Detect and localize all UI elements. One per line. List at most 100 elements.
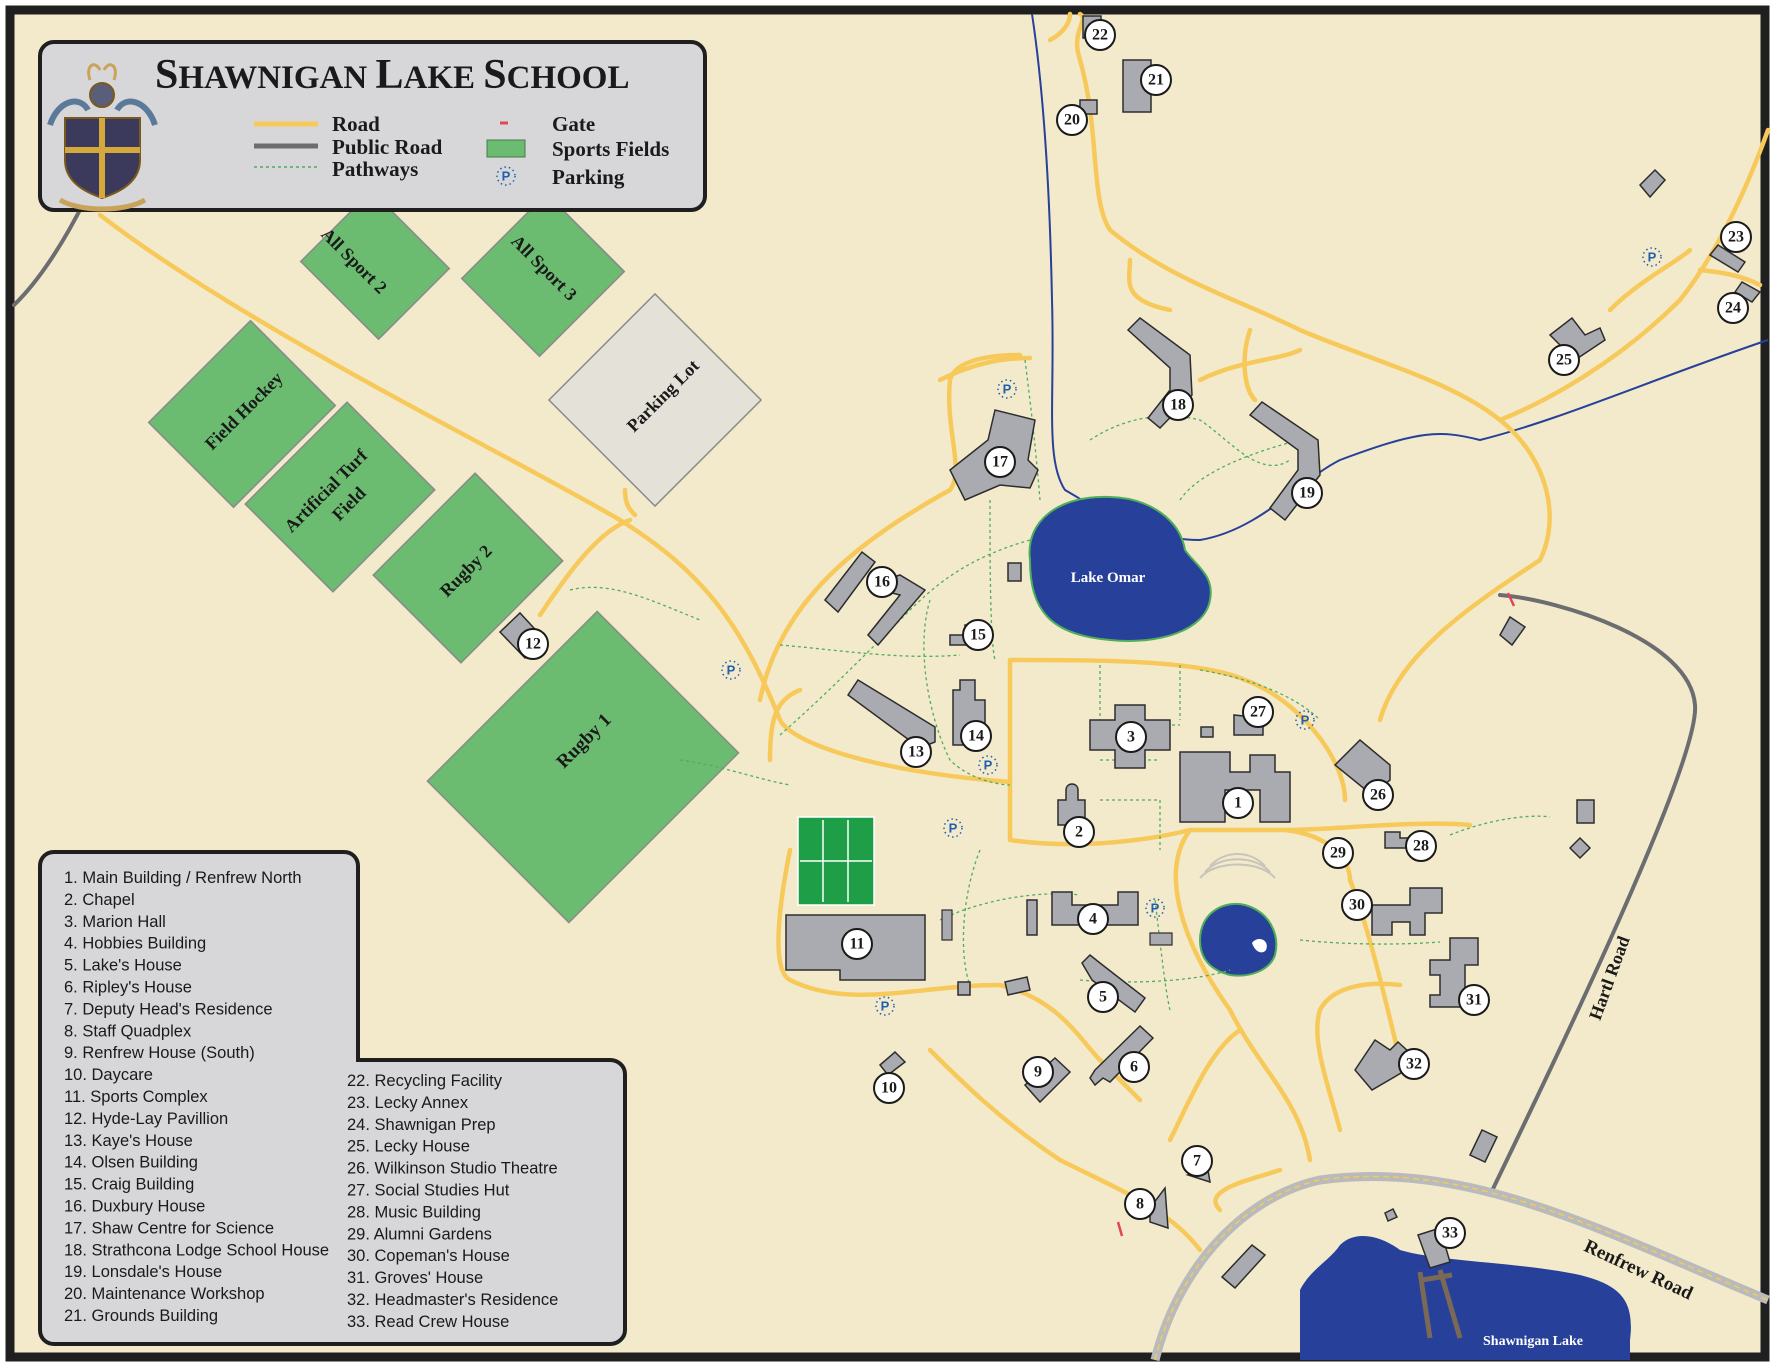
building-marker-6: 6 <box>1118 1051 1150 1083</box>
index-item: 30. Copeman's House <box>347 1247 510 1265</box>
building-marker-15: 15 <box>962 619 994 651</box>
svg-text:P: P <box>1151 901 1160 916</box>
building-marker-label: 6 <box>1130 1059 1138 1076</box>
building-6 <box>1089 1024 1155 1087</box>
field-artificial-turf <box>244 401 436 593</box>
legend-road-label: Road <box>332 112 380 136</box>
building-marker-13: 13 <box>900 736 932 768</box>
building-marker-label: 12 <box>525 636 541 653</box>
svg-text:P: P <box>881 999 890 1014</box>
lake-omar <box>1028 495 1212 642</box>
building-marker-1: 1 <box>1222 787 1254 819</box>
svg-text:P: P <box>984 758 993 773</box>
building-5 <box>1081 953 1147 1014</box>
index-item: 16. Duxbury House <box>64 1198 205 1216</box>
building-misc-j <box>1149 932 1173 946</box>
streams <box>1031 13 1769 542</box>
building-marker-4: 4 <box>1077 903 1109 935</box>
legend-pathways-label: Pathways <box>332 157 418 181</box>
gates <box>1116 592 1516 1237</box>
building-marker-label: 18 <box>1170 397 1186 414</box>
building-marker-14: 14 <box>960 720 992 752</box>
building-marker-label: 4 <box>1089 911 1097 928</box>
building-marker-label: 27 <box>1250 704 1266 721</box>
index-item: 12. Hyde-Lay Pavillion <box>64 1110 228 1128</box>
index-item: 20. Maintenance Workshop <box>64 1285 265 1303</box>
building-marker-label: 17 <box>992 454 1008 471</box>
index-item: 32. Headmaster's Residence <box>347 1291 558 1309</box>
parking-icon: P <box>875 996 895 1016</box>
legend-parking-label: Parking <box>552 165 625 189</box>
building-markers: 1234567891011121314151617181920212223242… <box>517 19 1752 1249</box>
index-column-2: 22. Recycling Facility 23. Lecky Annex 24.… <box>347 1072 558 1331</box>
field-rugby-1 <box>426 610 740 924</box>
building-marker-label: 33 <box>1442 1225 1458 1242</box>
building-marker-label: 24 <box>1725 300 1741 317</box>
label-lake-omar: Lake Omar <box>1071 570 1146 586</box>
building-marker-label: 20 <box>1064 112 1080 129</box>
field-parking-lot <box>547 292 763 508</box>
building-marker-label: 10 <box>881 1080 897 1097</box>
building-misc-a <box>957 981 971 996</box>
building-marker-label: 11 <box>849 936 864 953</box>
svg-text:P: P <box>502 169 511 184</box>
svg-text:P: P <box>1301 713 1310 728</box>
legend-sports-fields-swatch <box>486 139 526 158</box>
index-item: 7. Deputy Head's Residence <box>64 1000 273 1018</box>
sports-fields <box>147 189 763 924</box>
building-marker-label: 23 <box>1728 229 1744 246</box>
building-marker-21: 21 <box>1140 64 1172 96</box>
building-11-inner <box>941 909 953 941</box>
building-24 <box>1733 281 1762 303</box>
index-item: 14. Olsen Building <box>64 1154 198 1172</box>
building-marker-2: 2 <box>1063 816 1095 848</box>
building-marker-16: 16 <box>866 566 898 598</box>
index-item: 17. Shaw Centre for Science <box>64 1219 274 1237</box>
parking-icon: P <box>1295 710 1315 730</box>
building-marker-label: 8 <box>1136 1196 1144 1213</box>
index-item: 21. Grounds Building <box>64 1307 218 1325</box>
svg-text:P: P <box>1648 250 1657 265</box>
building-marker-18: 18 <box>1162 389 1194 421</box>
building-marker-22: 22 <box>1084 19 1116 51</box>
building-8 <box>1149 1185 1169 1230</box>
building-marker-5: 5 <box>1087 981 1119 1013</box>
building-10 <box>878 1050 907 1077</box>
building-misc-b <box>1004 976 1031 996</box>
label-shawnigan-lake: Shawnigan Lake <box>1483 1334 1583 1349</box>
building-misc-d <box>1220 1243 1267 1290</box>
building-marker-label: 26 <box>1370 787 1386 804</box>
field-field-hockey <box>147 319 337 509</box>
legend-public-road-label: Public Road <box>332 135 443 159</box>
parking-icon: P <box>997 379 1017 399</box>
index-item: 18. Strathcona Lodge School House <box>64 1241 329 1259</box>
building-marker-label: 21 <box>1148 72 1164 89</box>
building-marker-17: 17 <box>984 446 1016 478</box>
index-item: 26. Wilkinson Studio Theatre <box>347 1160 558 1178</box>
building-misc-g <box>1576 799 1595 824</box>
building-marker-10: 10 <box>873 1072 905 1104</box>
building-marker-23: 23 <box>1720 221 1752 253</box>
building-marker-label: 28 <box>1413 838 1429 855</box>
building-27b <box>1200 726 1214 738</box>
index-item: 23. Lecky Annex <box>347 1094 469 1112</box>
building-marker-label: 15 <box>970 627 986 644</box>
index-item: 9. Renfrew House (South) <box>64 1044 255 1062</box>
building-misc-f <box>1499 615 1527 647</box>
field-rugby-2 <box>372 472 564 664</box>
index-item: 28. Music Building <box>347 1203 481 1221</box>
building-marker-27: 27 <box>1242 696 1274 728</box>
building-marker-label: 7 <box>1193 1153 1201 1170</box>
index-item: 3. Marion Hall <box>64 913 166 931</box>
svg-text:P: P <box>949 821 958 836</box>
building-marker-label: 30 <box>1349 897 1365 914</box>
building-4b <box>1026 899 1038 936</box>
index-item: 22. Recycling Facility <box>347 1072 503 1090</box>
parking-icon: P <box>1642 247 1662 267</box>
field-all-sport-3 <box>460 192 626 358</box>
index-item: 29. Alumni Gardens <box>347 1225 492 1243</box>
building-marker-label: 31 <box>1466 992 1482 1009</box>
page-title: SHAWNIGAN LAKE SCHOOL <box>155 52 629 98</box>
index-item: 24. Shawnigan Prep <box>347 1116 496 1134</box>
